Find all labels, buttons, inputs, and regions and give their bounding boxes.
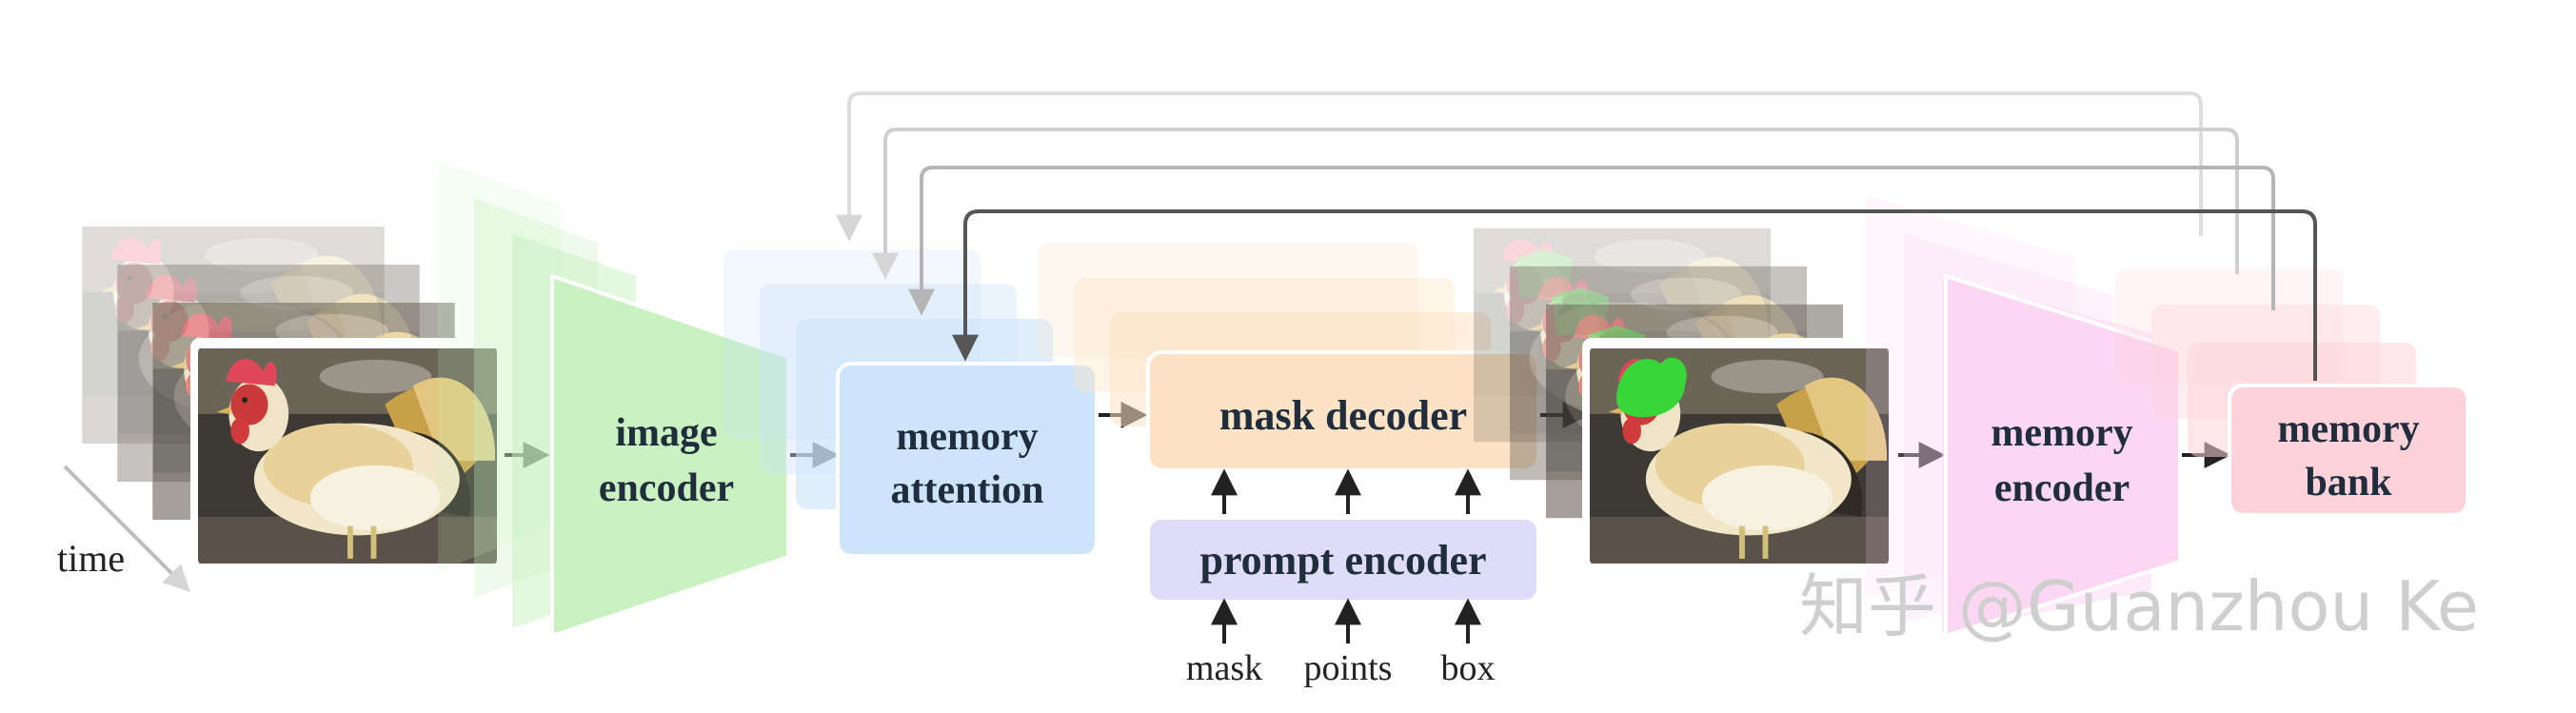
output-frame-current bbox=[1582, 338, 1896, 572]
output-frames-stack bbox=[1474, 228, 1896, 572]
feedback-loop-recent bbox=[908, 166, 2275, 316]
mask-decoder-stack: mask decoder bbox=[1038, 243, 1540, 472]
image-encoder-label-line1: image bbox=[615, 411, 717, 455]
memory-bank-label-line1: memory bbox=[2277, 407, 2419, 451]
feedback-loop-oldest bbox=[836, 91, 2203, 242]
prompt-input-box: box bbox=[1441, 648, 1496, 688]
memory-encoder-label-line2: encoder bbox=[1994, 466, 2130, 510]
time-label: time bbox=[57, 537, 125, 580]
input-frames-stack bbox=[82, 227, 505, 572]
predicted-mask-overlay bbox=[1616, 357, 1687, 418]
memory-feedback-loops bbox=[836, 91, 2317, 381]
memory-attention-label-line1: memory bbox=[896, 415, 1038, 459]
prompt-encoder-block bbox=[1150, 520, 1536, 600]
memory-attention-label-line2: attention bbox=[891, 468, 1044, 512]
prompt-input-mask: mask bbox=[1186, 648, 1262, 688]
prompt-input-arrows bbox=[1211, 598, 1481, 644]
image-encoder-stack: image encoder bbox=[438, 162, 790, 639]
feedback-loop-older bbox=[872, 128, 2239, 280]
memory-bank-block bbox=[2228, 384, 2469, 517]
feedback-loop-latest bbox=[952, 209, 2317, 381]
memory-encoder-label-line1: memory bbox=[1991, 411, 2132, 455]
memory-bank-stack: memory bank bbox=[2115, 268, 2469, 517]
prompt-to-decoder-arrows bbox=[1211, 468, 1481, 514]
image-encoder-label-line2: encoder bbox=[599, 466, 734, 510]
prompt-encoder: prompt encoder bbox=[1150, 520, 1536, 600]
watermark-text: 知乎 @Guanzhou Ke bbox=[1799, 566, 2479, 646]
image-encoder-block bbox=[550, 273, 790, 639]
mask-decoder-label: mask decoder bbox=[1219, 392, 1467, 439]
memory-attention-block bbox=[836, 362, 1099, 558]
memory-bank-label-line2: bank bbox=[2305, 461, 2392, 505]
time-arrow bbox=[63, 465, 190, 592]
memory-encoder-block bbox=[1944, 273, 2182, 639]
prompt-input-points: points bbox=[1304, 648, 1393, 688]
input-frame-current bbox=[190, 338, 505, 572]
prompt-encoder-label: prompt encoder bbox=[1199, 537, 1486, 584]
memory-encoder-stack: memory encoder bbox=[1866, 195, 2182, 639]
